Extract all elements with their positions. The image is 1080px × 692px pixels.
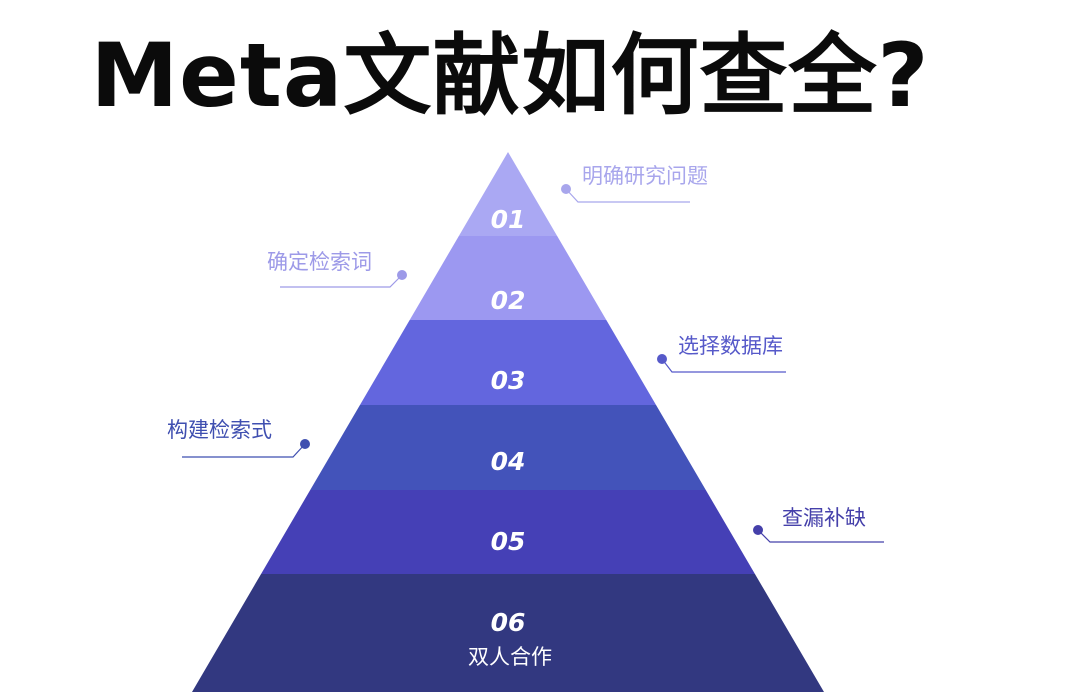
leader-line-04 [182, 443, 306, 458]
pyramid-tier-06 [192, 574, 824, 692]
step-label-03: 选择数据库 [678, 334, 783, 358]
bottom-note: 双人合作 [468, 645, 552, 669]
pyramid-tier-04 [310, 405, 706, 490]
pyramid-tiers: 01 02 03 04 05 06 [192, 152, 824, 692]
leader-dot-02 [397, 270, 407, 280]
leader-dot-05 [753, 525, 763, 535]
page-title: Meta文献如何查全? [90, 24, 930, 127]
step-label-01: 明确研究问题 [582, 164, 708, 188]
tier-number-03: 03 [491, 366, 526, 395]
leader-line-02 [280, 274, 403, 288]
pyramid-tier-03 [359, 320, 657, 405]
leader-line-01 [565, 188, 690, 203]
tier-number-05: 05 [491, 527, 526, 556]
step-label-05: 查漏补缺 [782, 506, 866, 530]
step-label-04: 构建检索式 [167, 418, 272, 442]
leader-dot-01 [561, 184, 571, 194]
leader-dot-04 [300, 439, 310, 449]
tier-number-01: 01 [491, 205, 526, 234]
leader-dot-03 [657, 354, 667, 364]
pyramid-tier-01 [458, 152, 558, 236]
pyramid-tier-02 [409, 236, 607, 320]
tier-number-06: 06 [491, 608, 526, 637]
tier-number-02: 02 [491, 286, 526, 315]
step-label-02: 确定检索词 [267, 250, 372, 274]
pyramid-tier-05 [261, 490, 755, 574]
tier-number-04: 04 [491, 447, 526, 476]
leader-line-03 [661, 358, 786, 373]
leader-line-05 [757, 529, 884, 543]
label-leaders [182, 184, 884, 543]
